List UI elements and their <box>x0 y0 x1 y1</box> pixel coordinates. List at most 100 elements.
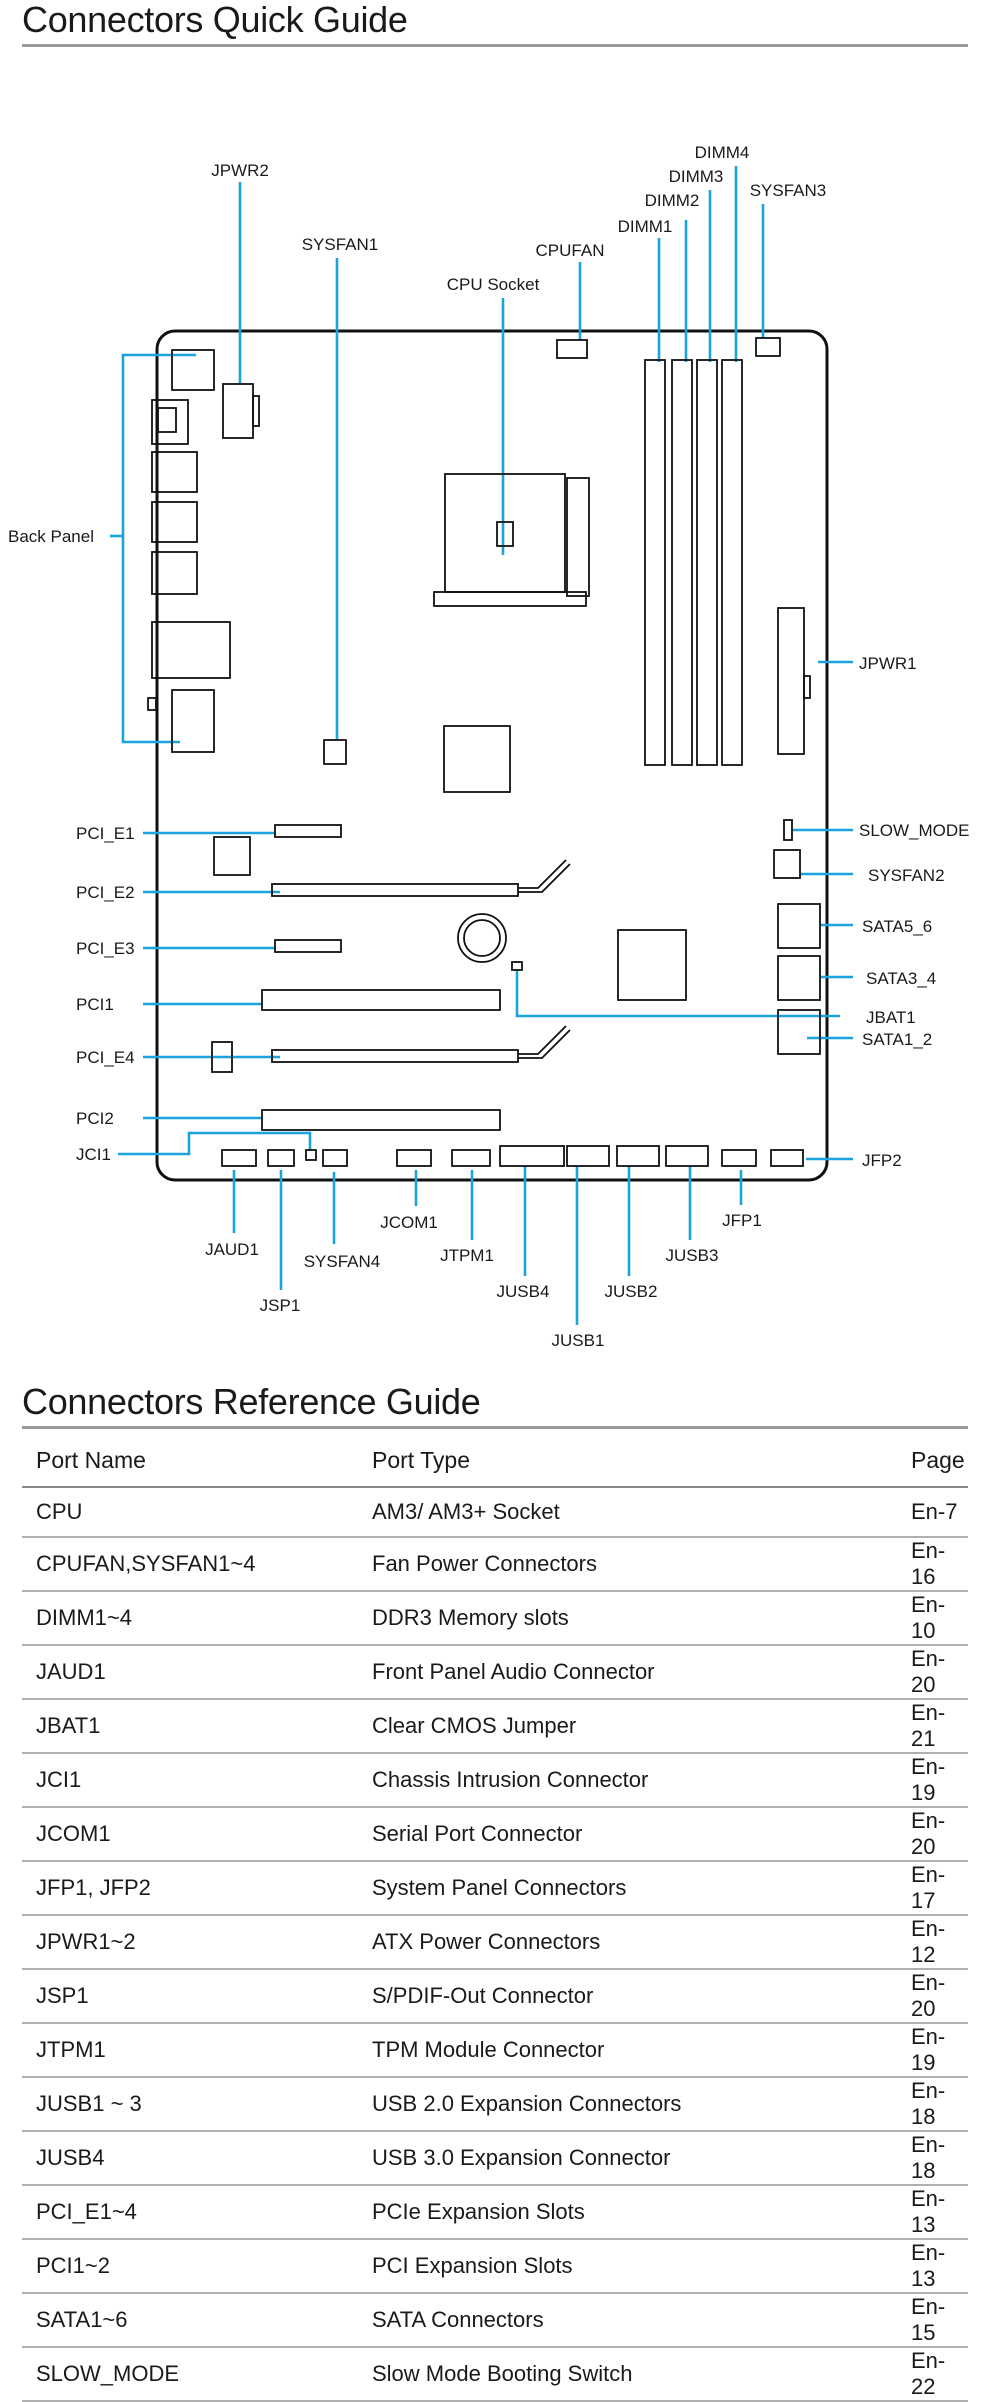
label-dimm3: DIMM3 <box>669 167 724 186</box>
cell-port-type: Fan Power Connectors <box>358 1537 897 1592</box>
label-pci-e2: PCI_E2 <box>76 883 135 902</box>
label-cpufan: CPUFAN <box>536 241 605 260</box>
label-jusb1: JUSB1 <box>552 1331 605 1350</box>
board-components <box>147 337 821 1167</box>
label-cpu-socket: CPU Socket <box>447 275 540 294</box>
cell-port-name: PCI1~2 <box>22 2239 358 2294</box>
cell-port-type: ATX Power Connectors <box>358 1915 897 1970</box>
cell-port-name: JCOM1 <box>22 1807 358 1862</box>
label-jpwr1: JPWR1 <box>859 654 917 673</box>
cell-page: En-18 <box>897 2131 968 2186</box>
cell-port-name: SLOW_MODE <box>22 2347 358 2402</box>
label-jusb2: JUSB2 <box>605 1282 658 1301</box>
board-outline <box>155 329 829 1182</box>
cell-page: En-21 <box>897 1699 968 1754</box>
label-sysfan2: SYSFAN2 <box>868 866 945 885</box>
cell-port-name: JUSB4 <box>22 2131 358 2186</box>
cell-port-type: AM3/ AM3+ Socket <box>358 1487 897 1538</box>
label-sata1-2: SATA1_2 <box>862 1030 932 1049</box>
cell-port-type: S/PDIF-Out Connector <box>358 1969 897 2024</box>
cell-port-name: CPUFAN,SYSFAN1~4 <box>22 1537 358 1592</box>
label-jaud1: JAUD1 <box>205 1240 259 1259</box>
cell-port-type: PCIe Expansion Slots <box>358 2185 897 2240</box>
cell-port-type: DDR3 Memory slots <box>358 1591 897 1646</box>
cell-page: En-19 <box>897 1753 968 1808</box>
reference-guide-rule <box>22 1426 968 1429</box>
label-jbat1: JBAT1 <box>866 1008 916 1027</box>
label-sysfan1: SYSFAN1 <box>302 235 379 254</box>
label-dimm2: DIMM2 <box>645 191 700 210</box>
label-slow-mode: SLOW_MODE <box>859 821 970 840</box>
cell-port-name: JUSB1 ~ 3 <box>22 2077 358 2132</box>
label-jusb3: JUSB3 <box>666 1246 719 1265</box>
cell-port-name: JBAT1 <box>22 1699 358 1754</box>
cell-page: En-13 <box>897 2185 968 2240</box>
label-sysfan3: SYSFAN3 <box>750 181 827 200</box>
cell-page: En-20 <box>897 1645 968 1700</box>
cell-page: En-17 <box>897 1861 968 1916</box>
label-pci-e1: PCI_E1 <box>76 824 135 843</box>
cell-port-type: Slow Mode Booting Switch <box>358 2347 897 2402</box>
cell-port-type: Front Panel Audio Connector <box>358 1645 897 1700</box>
cell-page: En-22 <box>897 2347 968 2402</box>
cell-page: En-20 <box>897 1969 968 2024</box>
cell-port-type: Clear CMOS Jumper <box>358 1699 897 1754</box>
reference-guide-title: Connectors Reference Guide <box>22 1381 481 1422</box>
cell-port-name: CPU <box>22 1487 358 1538</box>
label-jci1: JCI1 <box>76 1145 111 1164</box>
leader-lines <box>110 166 853 1325</box>
header-page: Page <box>897 1434 968 1488</box>
cell-page: En-13 <box>897 2239 968 2294</box>
header-port-name: Port Name <box>22 1434 358 1488</box>
cell-page: En-7 <box>897 1487 968 1538</box>
cell-port-name: JFP1, JFP2 <box>22 1861 358 1916</box>
cell-port-type: Serial Port Connector <box>358 1807 897 1862</box>
label-jsp1: JSP1 <box>260 1296 301 1315</box>
label-jfp2: JFP2 <box>862 1151 902 1170</box>
cell-port-type: TPM Module Connector <box>358 2023 897 2078</box>
label-jpwr2: JPWR2 <box>211 161 269 180</box>
cell-port-type: System Panel Connectors <box>358 1861 897 1916</box>
label-sata3-4: SATA3_4 <box>866 969 936 988</box>
label-sata5-6: SATA5_6 <box>862 917 932 936</box>
cell-page: En-20 <box>897 1807 968 1862</box>
cell-page: En-18 <box>897 2077 968 2132</box>
cell-port-name: DIMM1~4 <box>22 1591 358 1646</box>
cell-port-type: USB 2.0 Expansion Connectors <box>358 2077 897 2132</box>
label-dimm4: DIMM4 <box>695 143 750 162</box>
label-pci2: PCI2 <box>76 1109 114 1128</box>
cell-page: En-10 <box>897 1591 968 1646</box>
cell-port-type: USB 3.0 Expansion Connector <box>358 2131 897 2186</box>
motherboard-diagram: JPWR2 SYSFAN1 CPU Socket CPUFAN DIMM1 DI… <box>8 143 970 1350</box>
cell-port-name: JAUD1 <box>22 1645 358 1700</box>
label-jusb4: JUSB4 <box>497 1282 550 1301</box>
cell-port-type: Chassis Intrusion Connector <box>358 1753 897 1808</box>
cell-port-type: SATA Connectors <box>358 2293 897 2348</box>
cell-port-name: JTPM1 <box>22 2023 358 2078</box>
cell-port-name: JPWR1~2 <box>22 1915 358 1970</box>
cell-port-name: JCI1 <box>22 1753 358 1808</box>
cell-page: En-16 <box>897 1537 968 1592</box>
label-pci1: PCI1 <box>76 995 114 1014</box>
cell-port-type: PCI Expansion Slots <box>358 2239 897 2294</box>
cell-port-name: PCI_E1~4 <box>22 2185 358 2240</box>
label-pci-e3: PCI_E3 <box>76 939 135 958</box>
quick-guide-rule <box>22 44 968 47</box>
